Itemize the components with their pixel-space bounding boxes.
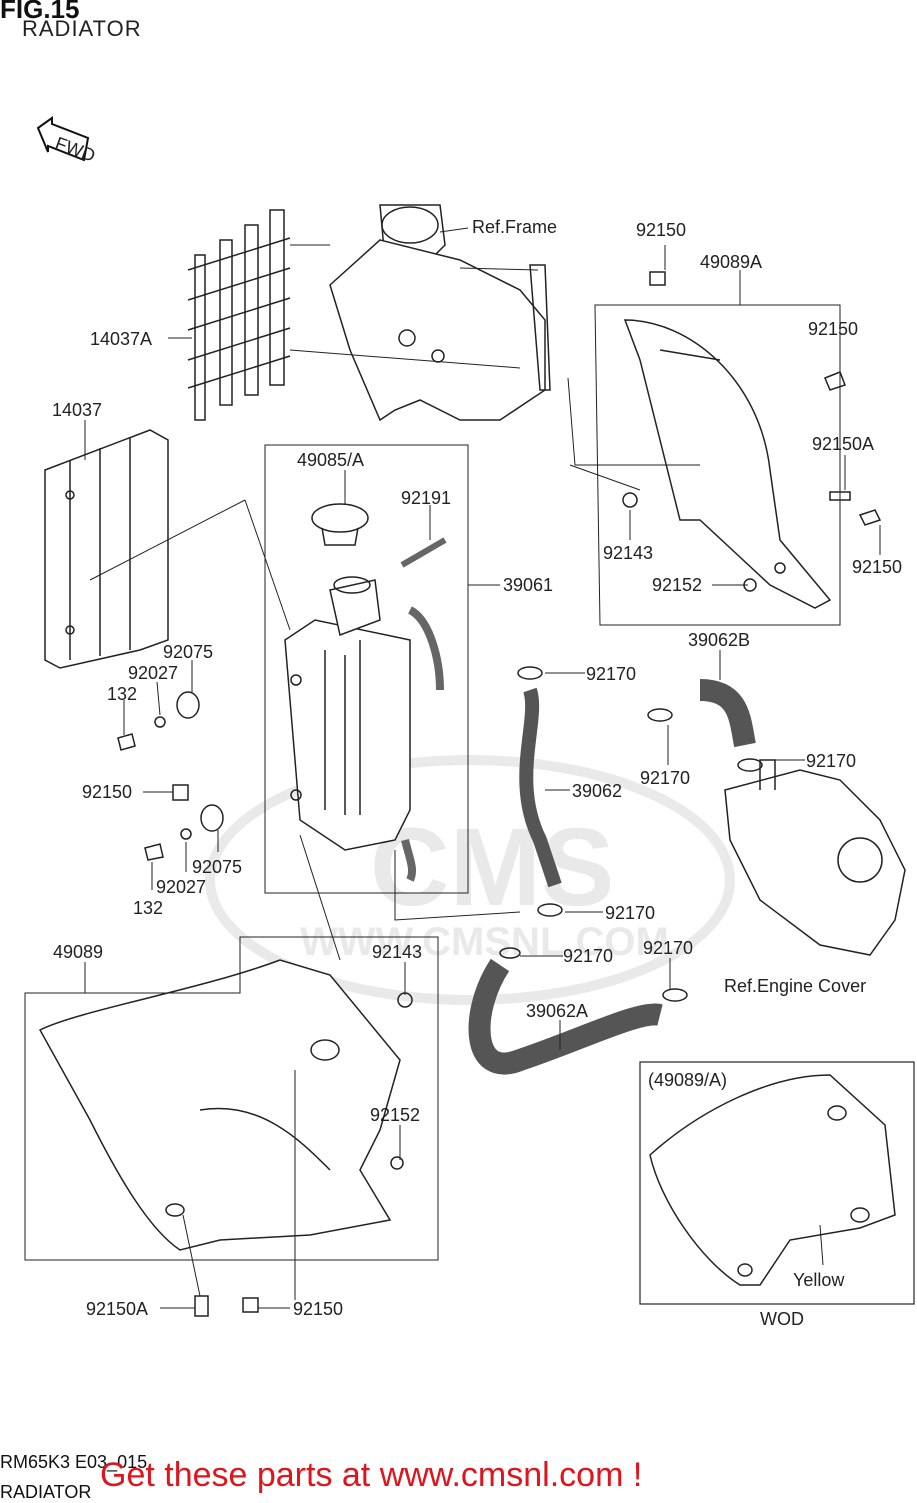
label-92150-l[interactable]: 92150 xyxy=(82,782,132,802)
label-92191[interactable]: 92191 xyxy=(401,488,451,508)
radiator-side-guard xyxy=(44,429,169,669)
leader-lines xyxy=(84,227,881,1309)
watermark-url: WWW.CMSNL.COM xyxy=(300,920,669,964)
label-92170-e[interactable]: 92170 xyxy=(563,946,613,966)
label-92170-c[interactable]: 92170 xyxy=(640,768,690,788)
figure-number: FIG.15 xyxy=(0,0,80,24)
label-92150-r2[interactable]: 92150 xyxy=(852,557,902,577)
label-92027-b[interactable]: 92027 xyxy=(156,877,206,897)
label-92150A-b[interactable]: 92150A xyxy=(86,1299,148,1319)
label-92075-a[interactable]: 92075 xyxy=(163,642,213,662)
label-92027-a[interactable]: 92027 xyxy=(128,663,178,683)
figure-title: RADIATOR xyxy=(22,16,142,41)
label-92170-f[interactable]: 92170 xyxy=(643,938,693,958)
label-ref-engine-cover[interactable]: Ref.Engine Cover xyxy=(724,976,866,996)
watermark: CMS WWW.CMSNL.COM xyxy=(205,755,735,1005)
footer-title: RADIATOR xyxy=(0,1482,92,1502)
breather-pipe xyxy=(400,537,447,568)
label-92170-d[interactable]: 92170 xyxy=(605,903,655,923)
diagram-code: RM65K3 E03_015 xyxy=(0,1452,148,1472)
label-14037A[interactable]: 14037A xyxy=(90,329,152,349)
label-14037[interactable]: 14037 xyxy=(52,400,102,420)
shroud-left xyxy=(38,959,401,1251)
label-49085[interactable]: 49085/A xyxy=(297,450,364,470)
label-92143-r[interactable]: 92143 xyxy=(603,543,653,563)
label-92170-a[interactable]: 92170 xyxy=(586,664,636,684)
clamp-icons xyxy=(499,666,763,1002)
fwd-arrow-icon: FWD xyxy=(36,116,98,166)
label-92152-r[interactable]: 92152 xyxy=(652,575,702,595)
label-39062B[interactable]: 39062B xyxy=(688,630,750,650)
label-39062A[interactable]: 39062A xyxy=(526,1001,588,1021)
label-132-a[interactable]: 132 xyxy=(107,684,137,704)
label-49089A[interactable]: 49089A xyxy=(700,252,762,272)
hose-39062 xyxy=(519,687,562,888)
watermark-logo: CMS xyxy=(370,806,614,929)
hose-39062A xyxy=(468,958,663,1075)
shroud-left-frame xyxy=(24,936,439,1261)
label-49089[interactable]: 49089 xyxy=(53,942,103,962)
shroud-inset xyxy=(649,1074,896,1286)
radiator-bracket-frame xyxy=(264,444,469,894)
radiator-cap xyxy=(311,503,369,546)
label-wod: WOD xyxy=(760,1309,804,1329)
part-labels: Ref.Frame 92150 49089A 14037A 92150 1403… xyxy=(52,217,902,1329)
radiator-core xyxy=(284,576,444,882)
label-yellow: Yellow xyxy=(793,1270,845,1290)
label-92075-b[interactable]: 92075 xyxy=(192,857,242,877)
wod-inset-box xyxy=(639,1061,915,1305)
label-92150-b[interactable]: 92150 xyxy=(293,1299,343,1319)
label-39061[interactable]: 39061 xyxy=(503,575,553,595)
label-92150-r1[interactable]: 92150 xyxy=(808,319,858,339)
promo-link[interactable]: Get these parts at www.cmsnl.com ! xyxy=(100,1456,643,1494)
radiator-grille xyxy=(187,209,291,421)
label-92170-b[interactable]: 92170 xyxy=(806,751,856,771)
label-ref-frame[interactable]: Ref.Frame xyxy=(472,217,557,237)
fwd-label: FWD xyxy=(53,133,98,166)
shroud-right xyxy=(623,319,832,609)
shroud-bracket-frame xyxy=(594,304,841,626)
label-39062[interactable]: 39062 xyxy=(572,781,622,801)
label-49089-inset[interactable]: (49089/A) xyxy=(648,1070,727,1090)
label-92152-l[interactable]: 92152 xyxy=(370,1105,420,1125)
label-132-b[interactable]: 132 xyxy=(133,898,163,918)
label-92150A-r[interactable]: 92150A xyxy=(812,434,874,454)
label-92150-top[interactable]: 92150 xyxy=(636,220,686,240)
fastener-icons xyxy=(117,271,882,1317)
frame-section xyxy=(329,204,551,422)
label-92143-l[interactable]: 92143 xyxy=(372,942,422,962)
engine-cover xyxy=(724,759,906,956)
hose-39062B xyxy=(699,679,756,748)
